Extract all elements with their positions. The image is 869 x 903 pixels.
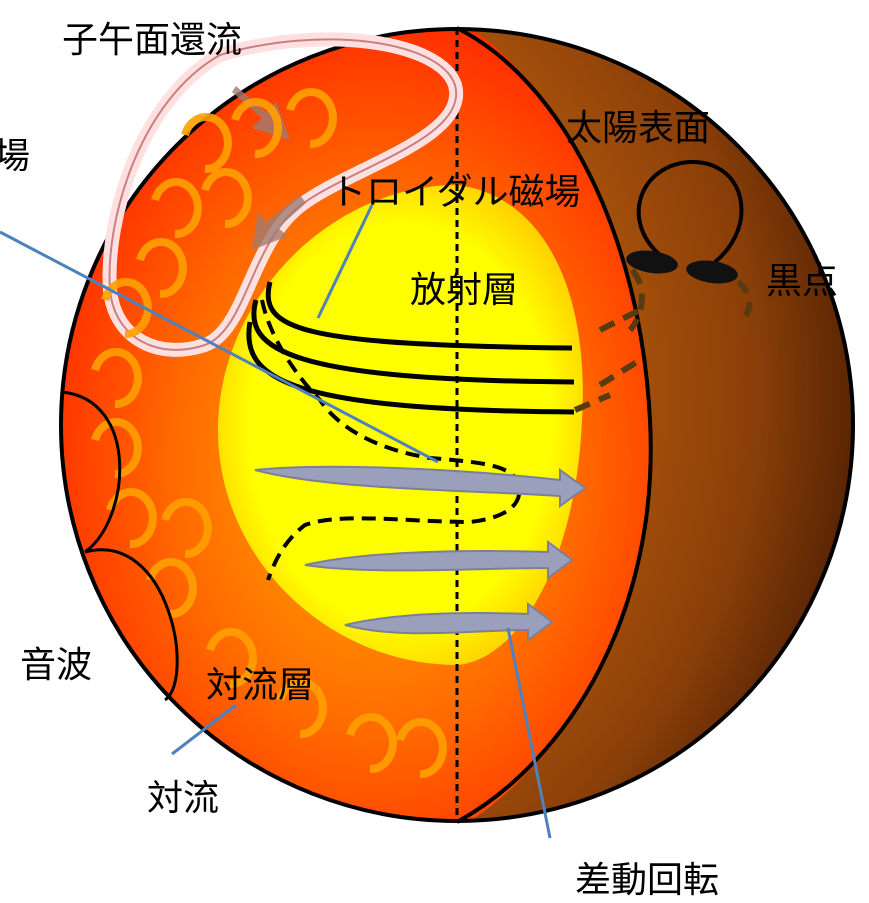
- meridional-flow-label: 子午面還流: [62, 20, 242, 61]
- differential-rotation-label: 差動回転: [575, 860, 719, 901]
- solar-surface-label: 太陽表面: [566, 108, 710, 149]
- toroidal-field-label: トロイダル磁場: [330, 172, 581, 213]
- sunspot-label: 黒点: [766, 261, 838, 302]
- sound-wave-label: 音波: [20, 645, 92, 686]
- convection-label: 対流: [147, 778, 219, 819]
- convection-zone-label: 対流層: [206, 665, 314, 706]
- poloidal-field-label: 場: [0, 136, 30, 177]
- radiative-zone-label: 放射層: [410, 270, 518, 311]
